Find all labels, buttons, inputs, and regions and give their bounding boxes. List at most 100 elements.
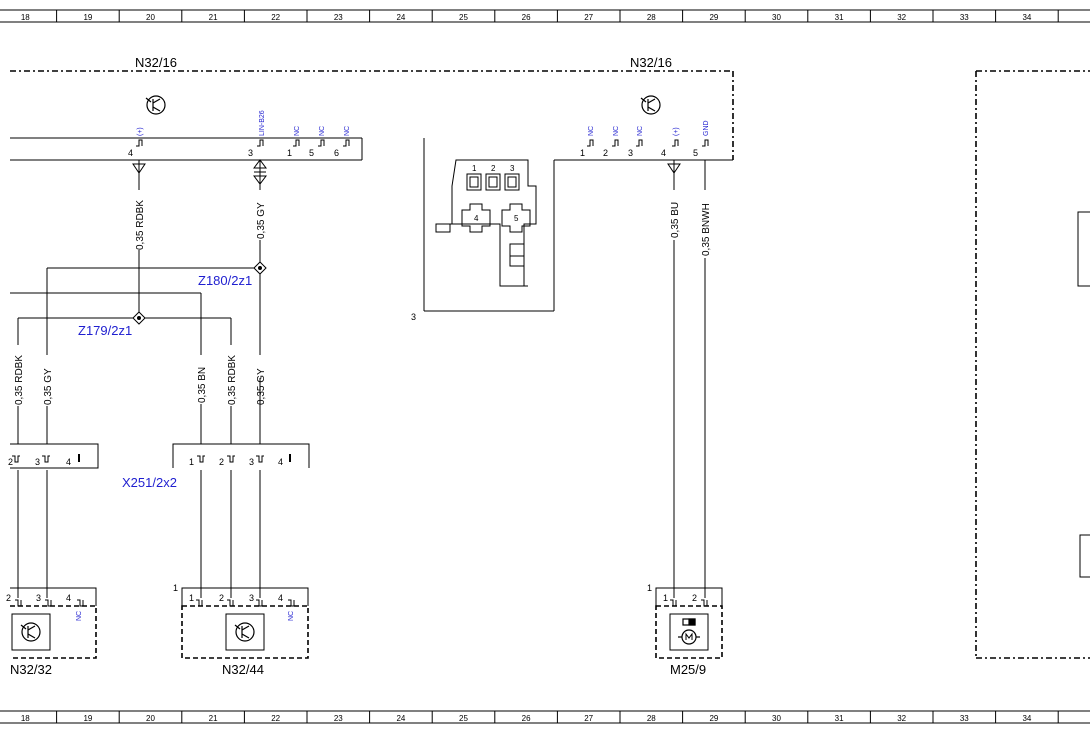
- pin-number: 4: [128, 148, 133, 158]
- wires: [10, 160, 706, 598]
- pin-number: 2: [6, 593, 11, 603]
- pin-signal: (+): [673, 127, 680, 136]
- ruler-column-number: 31: [835, 13, 844, 22]
- wire-label: 0,35 BU: [670, 202, 681, 238]
- ruler-column-number: 24: [396, 13, 405, 22]
- cavity-number: 4: [474, 214, 479, 223]
- pin-signal: GND: [703, 120, 710, 136]
- component-n32-32: [10, 587, 97, 659]
- pin-number: 3: [36, 593, 41, 603]
- pin-number: 4: [278, 457, 283, 467]
- ruler-column-number: 31: [835, 714, 844, 723]
- ruler-column-number: 23: [334, 13, 343, 22]
- adjacent-module-frame: [975, 70, 1090, 659]
- ruler-column-number: 34: [1022, 13, 1031, 22]
- pin-signal: NC: [344, 126, 351, 136]
- pin-number: 4: [661, 148, 666, 158]
- pin-number: 6: [334, 148, 339, 158]
- splice-node-z180: [253, 261, 267, 275]
- pin-signal: NC: [613, 126, 620, 136]
- ruler-column-number: 29: [709, 13, 718, 22]
- component-m25-9: [655, 587, 723, 659]
- ruler-column-number: 19: [83, 13, 92, 22]
- pin-signal: NC: [319, 126, 326, 136]
- cavity-number: 1: [472, 164, 477, 173]
- cavity-number: 3: [510, 164, 515, 173]
- transistor-icon: [20, 622, 41, 642]
- wire-label: 0,35 BNWH: [701, 203, 712, 256]
- ruler-column-number: 27: [584, 13, 593, 22]
- ruler-column-number: 27: [584, 714, 593, 723]
- wire-label: 0,35 GY: [43, 368, 54, 405]
- ruler-column-number: 26: [522, 714, 531, 723]
- pin-number: 3: [249, 457, 254, 467]
- connector-n32-16-right-pins: 1 2 3 4 5 NC NC NC (+) GND: [580, 120, 710, 158]
- pin-signal: NC: [76, 611, 83, 621]
- pin-terminals-top: [136, 139, 709, 147]
- ruler-column-number: 26: [522, 13, 531, 22]
- pin-signal: NC: [288, 611, 295, 621]
- component-label-n32-32: N32/32: [10, 662, 52, 677]
- wire-label: 0,35 GY: [256, 202, 267, 239]
- ruler-column-number: 20: [146, 714, 155, 723]
- pin-number: 2: [603, 148, 608, 158]
- connector-label-x251: X251/2x2: [122, 475, 177, 490]
- pin-number: 1: [580, 148, 585, 158]
- ruler-column-number: 28: [647, 714, 656, 723]
- wire-label: 0,35 BN: [197, 367, 208, 403]
- transistor-icon: [640, 95, 661, 115]
- component-label-n32-16-left: N32/16: [135, 55, 177, 70]
- ruler-column-number: 28: [647, 13, 656, 22]
- ruler-column-number: 23: [334, 714, 343, 723]
- ruler-column-number: 25: [459, 714, 468, 723]
- component-ref: 1: [647, 583, 652, 593]
- pin-number: 4: [66, 457, 71, 467]
- signal-direction-icon: [132, 159, 681, 185]
- ruler-column-number: 30: [772, 13, 781, 22]
- cavity-number: 2: [491, 164, 496, 173]
- ruler-column-number: 32: [897, 714, 906, 723]
- ruler-column-number: 21: [209, 13, 218, 22]
- wire-label: 0,35 RDBK: [135, 200, 146, 250]
- pin-number: 2: [219, 593, 224, 603]
- pin-number: 2: [8, 457, 13, 467]
- inset-ref: 3: [411, 312, 416, 322]
- n32-16-module-frame: [10, 70, 734, 312]
- pin-number: 2: [692, 593, 697, 603]
- ruler-column-number: 21: [209, 714, 218, 723]
- wire-labels: 0,35 RDBK 0,35 GY 0,35 RDBK 0,35 GY 0,35…: [14, 200, 712, 405]
- connector-n32-16-left-pins: 4 3 1 5 6 (+) LIN-B26 NC NC NC: [128, 110, 351, 158]
- ruler-column-number: 32: [897, 13, 906, 22]
- cavity-number: 5: [514, 214, 519, 223]
- pin-number: 3: [35, 457, 40, 467]
- pin-signal: NC: [588, 126, 595, 136]
- pin-number: 3: [249, 593, 254, 603]
- ruler-column-number: 24: [396, 714, 405, 723]
- adjacent-module-partial: [1077, 211, 1090, 578]
- connector-x251-right: [172, 443, 310, 468]
- transistor-icon: [145, 95, 166, 115]
- connector-x251-left: [10, 443, 99, 469]
- pin-number: 5: [309, 148, 314, 158]
- ruler-column-number: 22: [271, 13, 280, 22]
- pin-number: 3: [248, 148, 253, 158]
- pin-signal: (+): [137, 127, 144, 136]
- ruler-column-number: 30: [772, 714, 781, 723]
- pin-signal: LIN-B26: [259, 110, 266, 136]
- component-n32-44: [181, 587, 309, 659]
- ruler-column-number: 34: [1022, 714, 1031, 723]
- pin-number: 1: [287, 148, 292, 158]
- component-label-n32-16-right: N32/16: [630, 55, 672, 70]
- ruler-column-number: 20: [146, 13, 155, 22]
- transistor-icon: [234, 622, 255, 642]
- ruler-column-number: 18: [21, 714, 30, 723]
- wire-label: 0,35 RDBK: [227, 355, 238, 405]
- component-label-m25-9: M25/9: [670, 662, 706, 677]
- ruler-column-number: 18: [21, 13, 30, 22]
- splice-node-z179: [132, 311, 146, 325]
- component-ref: 1: [173, 583, 178, 593]
- motor-icon: [678, 618, 700, 645]
